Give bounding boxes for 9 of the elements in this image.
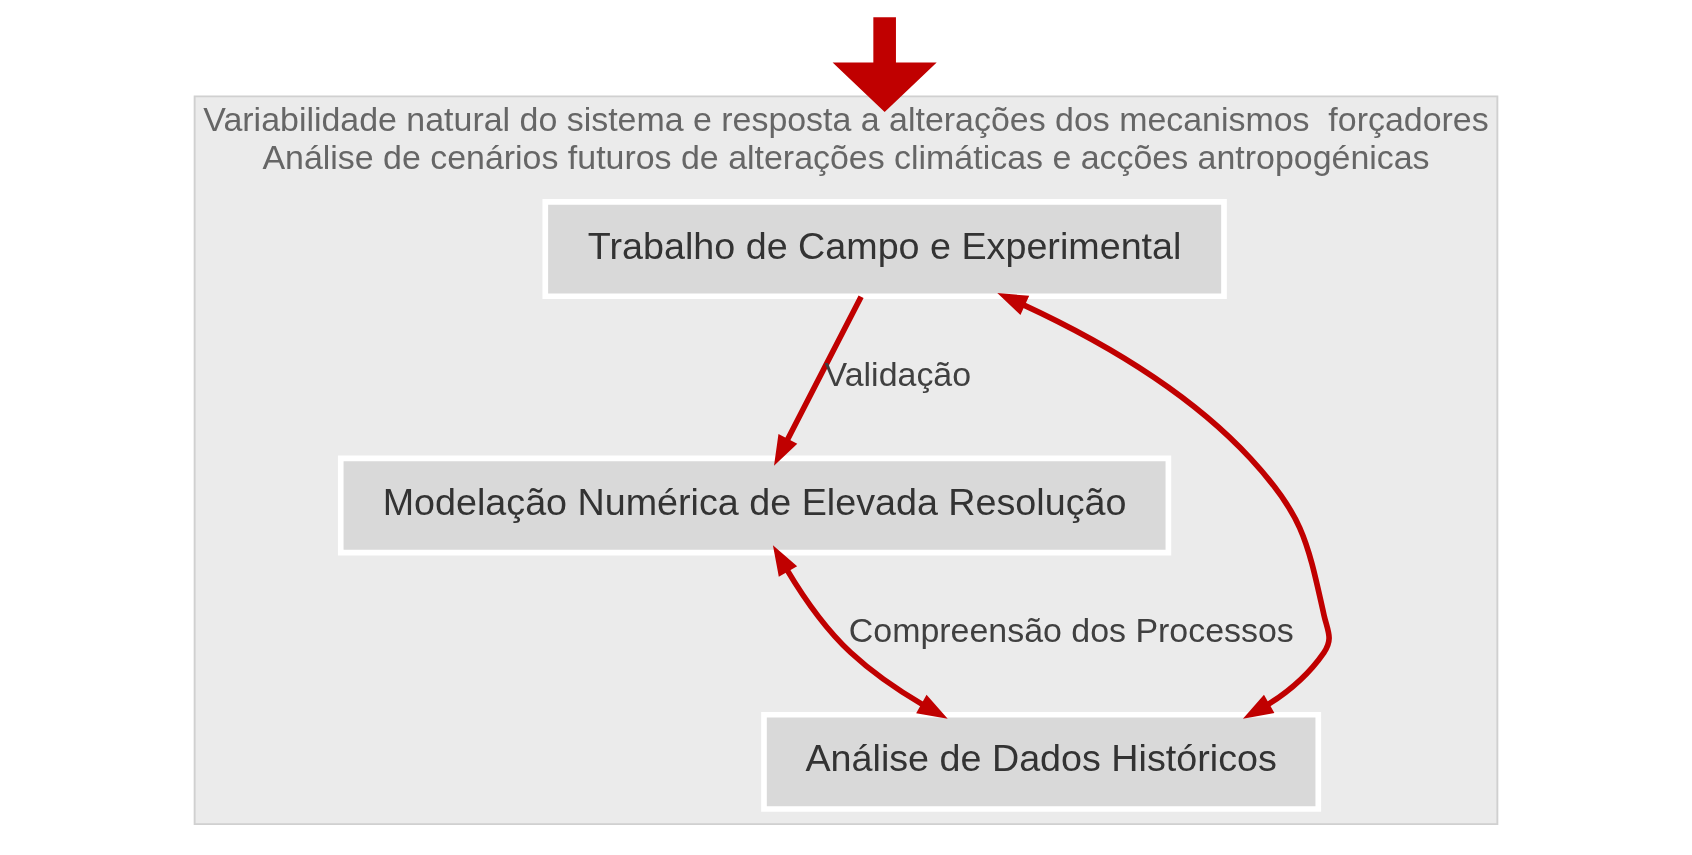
node-box: Análise de Dados Históricos xyxy=(761,711,1322,812)
edge-label: Validação xyxy=(824,354,972,393)
node-box: Trabalho de Campo e Experimental xyxy=(542,199,1227,300)
arrow xyxy=(772,545,948,719)
arrow xyxy=(774,295,864,466)
node-box: Modelação Numérica de Elevada Resolução xyxy=(337,455,1172,556)
arrow xyxy=(997,293,1332,719)
arrow xyxy=(832,17,937,112)
edge-label: Compreensão dos Processos xyxy=(848,610,1294,649)
